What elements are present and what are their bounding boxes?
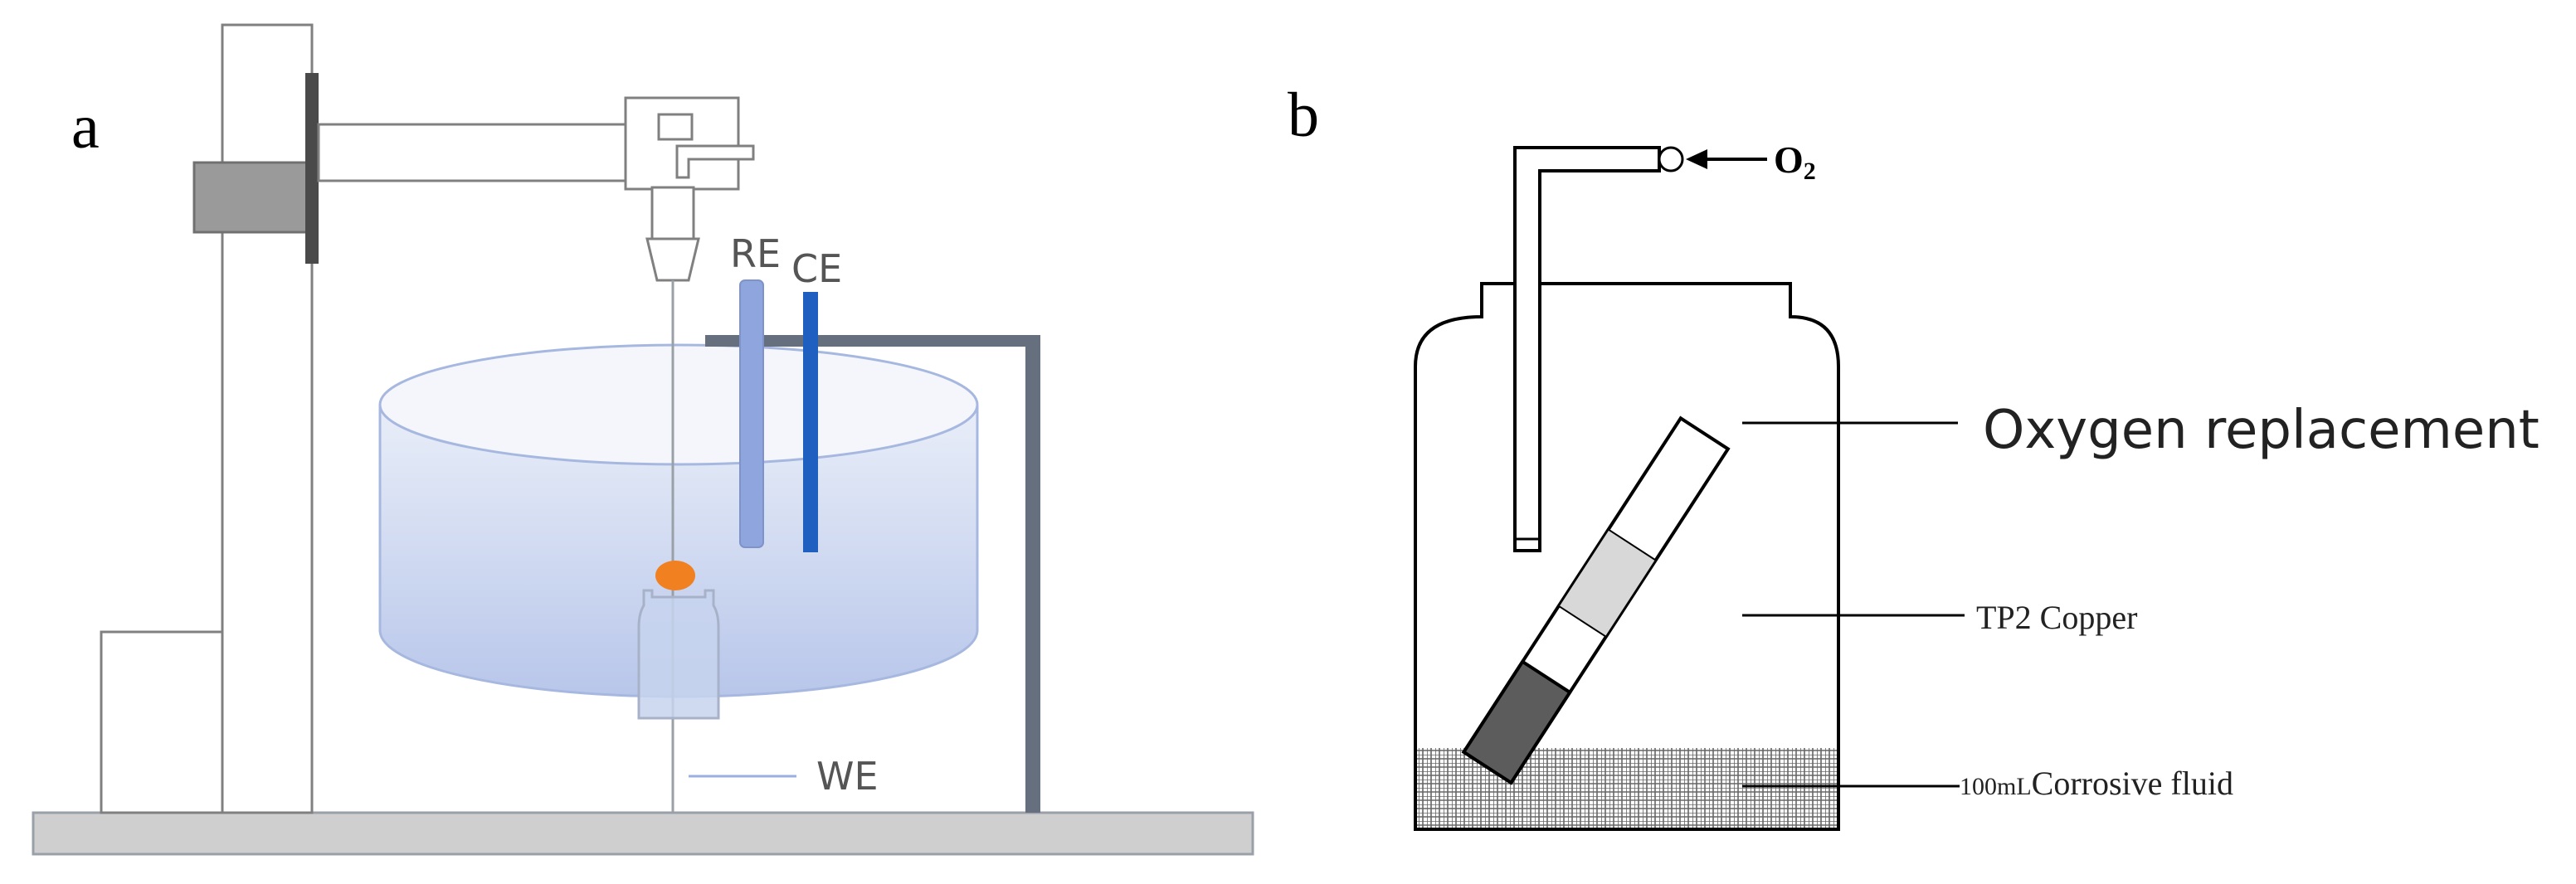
vertical-stand xyxy=(221,23,314,814)
water-container xyxy=(378,343,979,698)
oxygen-inlet-label: O2 xyxy=(1774,138,1816,185)
oxygen-symbol: O xyxy=(1774,138,1804,181)
immersed-section xyxy=(1461,659,1572,785)
oxygen-inlet-tube xyxy=(1513,146,1661,552)
clamp-block xyxy=(192,161,309,234)
container-rim xyxy=(378,343,979,466)
sample-bottle xyxy=(637,561,720,720)
re-label: RE xyxy=(730,231,781,276)
stand-step xyxy=(100,630,224,814)
we-label: WE xyxy=(816,754,879,799)
tilted-copper-sample xyxy=(1461,415,1731,785)
fluid-volume: 100mL xyxy=(1960,773,2032,800)
bracket-post xyxy=(1025,335,1040,813)
ce-label: CE xyxy=(791,246,842,291)
panel-a-electrochemical-cell: a xyxy=(32,23,1254,856)
holder-hook xyxy=(675,144,755,179)
bottle-cap xyxy=(655,561,695,590)
inlet-port xyxy=(1658,146,1684,172)
tp2-copper-label: TP2 Copper xyxy=(1976,599,2137,636)
reference-electrode xyxy=(739,279,764,548)
electrode-bracket xyxy=(705,335,1040,813)
panel-b-label: b xyxy=(1288,80,1319,150)
horizontal-arm xyxy=(317,123,629,182)
holder-neck xyxy=(650,186,695,240)
holder-tip xyxy=(645,237,700,282)
oxygen-arrow-head xyxy=(1686,149,1707,169)
oxygen-subscript: 2 xyxy=(1804,158,1816,185)
tp2-copper-section xyxy=(1557,528,1658,639)
bottle-body xyxy=(637,589,720,720)
corrosive-fluid-label: 100mLCorrosive fluid xyxy=(1960,765,2233,802)
water-body xyxy=(380,405,977,697)
clamp-rod xyxy=(305,73,319,264)
fluid-name: Corrosive fluid xyxy=(2032,765,2233,802)
panel-b-immersion-test: b O2 Oxygen replacement TP2 Copper 100mL… xyxy=(1288,80,2539,831)
bracket-top-bar xyxy=(705,335,1039,347)
holder-slot xyxy=(657,113,694,141)
counter-electrode xyxy=(803,292,818,552)
jar-outline xyxy=(1414,282,1840,831)
oxygen-replacement-label: Oxygen replacement xyxy=(1983,400,2539,461)
base-plate xyxy=(32,811,1254,856)
panel-a-label: a xyxy=(71,92,100,162)
